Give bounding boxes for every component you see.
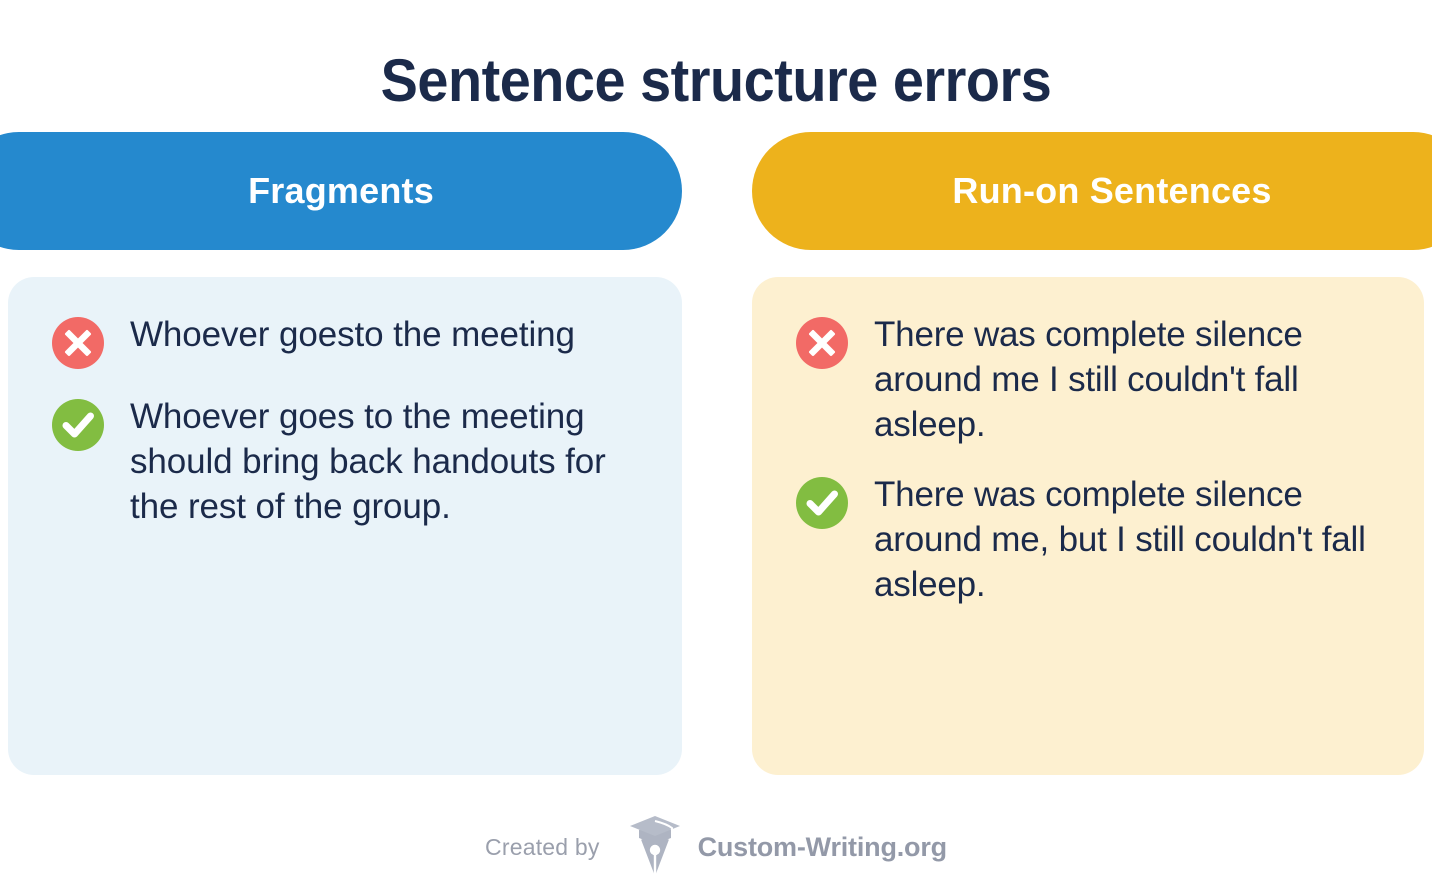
column-fragments: Fragments Whoever goesto the meeting Who… [0, 132, 682, 777]
footer-brand-name: Custom-Writing.org [697, 832, 948, 862]
footer-created-by-label: Created by [485, 834, 600, 860]
footer-credit: Created by Custom-Writing.org [0, 812, 1432, 883]
panel-fragments: Whoever goesto the meeting Whoever goes … [8, 277, 682, 775]
x-circle-icon [52, 317, 104, 369]
check-circle-icon [796, 477, 848, 530]
column-heading-label: Run-on Sentences [952, 170, 1272, 211]
column-heading-run-on-sentences: Run-on Sentences [752, 132, 1432, 250]
example-item: Whoever goesto the meeting [52, 313, 638, 369]
example-text: There was complete silence around me I s… [874, 315, 1303, 444]
example-text: There was complete silence around me, bu… [874, 475, 1366, 604]
column-heading-label: Fragments [248, 170, 434, 211]
graduation-cap-pen-nib-icon [626, 812, 684, 883]
page-title: Sentence structure errors [380, 47, 1052, 115]
example-text: Whoever goes to the meeting should bring… [130, 397, 606, 526]
example-text: Whoever goesto the meeting [130, 315, 575, 354]
check-circle-icon [52, 399, 104, 451]
x-circle-icon [796, 317, 848, 369]
example-item: There was complete silence around me, bu… [796, 473, 1380, 607]
example-item: Whoever goes to the meeting should bring… [52, 395, 638, 529]
example-item: There was complete silence around me I s… [796, 313, 1380, 447]
comparison-columns: Fragments Whoever goesto the meeting Who… [0, 132, 1432, 777]
panel-run-on-sentences: There was complete silence around me I s… [752, 277, 1424, 775]
column-run-on-sentences: Run-on Sentences There was complete sile… [752, 132, 1432, 777]
column-heading-fragments: Fragments [0, 132, 682, 250]
